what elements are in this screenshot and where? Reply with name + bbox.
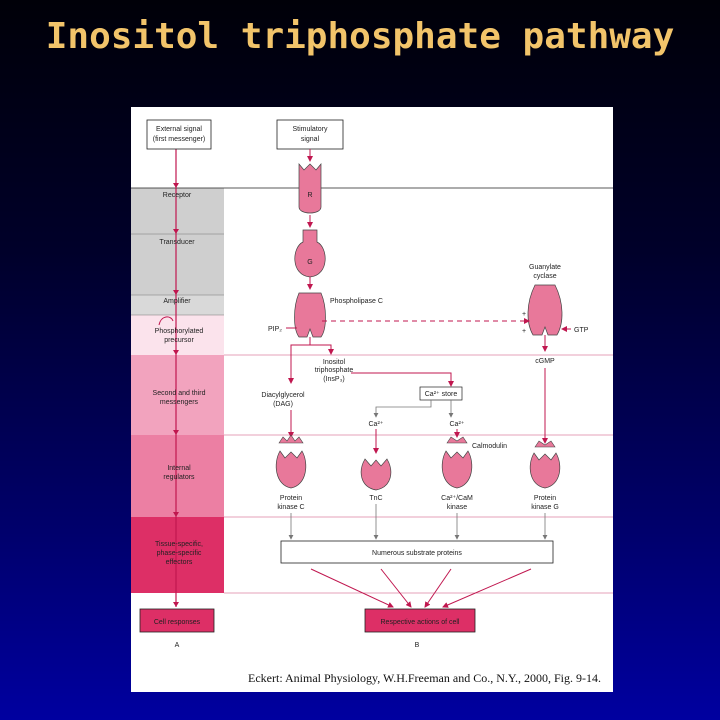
- cell-responses-label: Cell responses: [154, 619, 201, 626]
- pkc-label-1: Protein: [280, 495, 302, 502]
- ca1-label: Ca²⁺: [369, 421, 384, 428]
- dag-label-1: Diacylglycerol: [261, 392, 305, 399]
- cgmp-label: cGMP: [535, 358, 555, 365]
- stimulatory-label-1: Stimulatory: [292, 126, 328, 133]
- plus-sign: +: [522, 311, 526, 318]
- plus-sign-lower: +: [522, 328, 526, 335]
- g-protein: [294, 229, 326, 278]
- calmodulin-label: Calmodulin: [472, 443, 507, 450]
- camk-protein: [441, 436, 473, 489]
- guanylate-label-2: cyclase: [533, 273, 556, 280]
- guanylate-cyclase-protein: [527, 284, 563, 336]
- camk-label-1: Ca²⁺/CaM: [441, 495, 473, 502]
- pkg-label-2: kinase G: [531, 504, 559, 511]
- level-dividers: [131, 233, 224, 316]
- guanylate-label-1: Guanylate: [529, 264, 561, 271]
- band-receptor: [131, 188, 224, 295]
- ca-store-box: [419, 386, 463, 401]
- pkc-protein: [275, 434, 307, 489]
- level-messengers-1: Second and third: [153, 390, 206, 397]
- level-transducer: Transducer: [159, 239, 195, 246]
- left-flow-heads: [173, 183, 179, 607]
- panel-a-label: A: [175, 642, 180, 649]
- figure-citation: Eckert: Animal Physiology, W.H.Freeman a…: [248, 671, 601, 685]
- substrate-to-actions-arrows: [310, 568, 532, 608]
- substrate-proteins-label: Numerous substrate proteins: [372, 550, 462, 557]
- plc-to-dag-arrow: [288, 337, 311, 384]
- external-signal-label-2: (first messenger): [153, 136, 206, 143]
- ca-store-label: Ca²⁺ store: [425, 391, 458, 398]
- level-effectors-1: Tissue-specific,: [155, 541, 203, 548]
- ca2-label: Ca²⁺: [450, 421, 465, 428]
- cell-responses-box: [139, 608, 215, 633]
- slide-title: Inositol triphosphate pathway: [45, 16, 675, 57]
- band-effectors: [131, 517, 224, 593]
- level-receptor: Receptor: [163, 192, 192, 199]
- pkc-label-2: kinase C: [277, 504, 304, 511]
- level-precursor-1: Phosphorylated: [155, 328, 204, 335]
- respective-actions-box: [364, 608, 476, 633]
- dag-label-2: (DAG): [273, 401, 293, 408]
- ip3-to-store-arrow: [351, 372, 454, 387]
- band-amplifier: [131, 295, 224, 315]
- external-signal-label-1: External signal: [156, 126, 202, 133]
- phospholipase-label: Phospholipase C: [330, 298, 383, 305]
- band-messengers: [131, 355, 224, 435]
- g-protein-label: G: [307, 259, 312, 266]
- precursor-curl: [158, 316, 174, 326]
- level-amplifier: Amplifier: [163, 298, 191, 305]
- pip2-label: PIP₂: [268, 326, 282, 333]
- pkg-protein: [529, 440, 561, 489]
- pkg-label-1: Protein: [534, 495, 556, 502]
- plc-to-ip3-arrow: [309, 337, 334, 355]
- ip3-label-1: Inositol: [323, 359, 346, 366]
- level-regulators-2: regulators: [163, 474, 195, 481]
- receptor-protein: [298, 163, 322, 214]
- tnc-label: TnC: [369, 495, 382, 502]
- stimulatory-signal-box: [276, 119, 344, 150]
- stimulatory-label-2: signal: [301, 136, 320, 143]
- gtp-label: GTP: [574, 327, 589, 334]
- level-effectors-2: phase-specific: [157, 550, 202, 557]
- regulator-to-substrate-arrows: [288, 504, 548, 540]
- external-signal-box: [146, 119, 212, 150]
- respective-actions-label: Respective actions of cell: [381, 619, 460, 626]
- band-regulators: [131, 435, 224, 517]
- pathway-diagram: External signal (first messenger) Recept…: [131, 119, 613, 649]
- substrate-proteins-box: [280, 540, 554, 564]
- panel-b-label: B: [415, 642, 420, 649]
- band-precursor: [131, 315, 224, 355]
- pathway-figure: External signal (first messenger) Recept…: [131, 107, 613, 692]
- level-effectors-3: effectors: [166, 559, 193, 566]
- phospholipase-c-protein: [294, 292, 326, 338]
- ip3-label-3: (InsP₃): [323, 376, 345, 383]
- level-precursor-2: precursor: [164, 337, 194, 344]
- tnc-protein: [360, 458, 392, 491]
- level-messengers-2: messengers: [160, 399, 199, 406]
- level-regulators-1: Internal: [167, 465, 191, 472]
- camk-label-2: kinase: [447, 504, 467, 511]
- ip3-label-2: triphosphate: [315, 367, 354, 374]
- store-to-ca1-arrow: [373, 400, 432, 418]
- receptor-label: R: [307, 192, 312, 199]
